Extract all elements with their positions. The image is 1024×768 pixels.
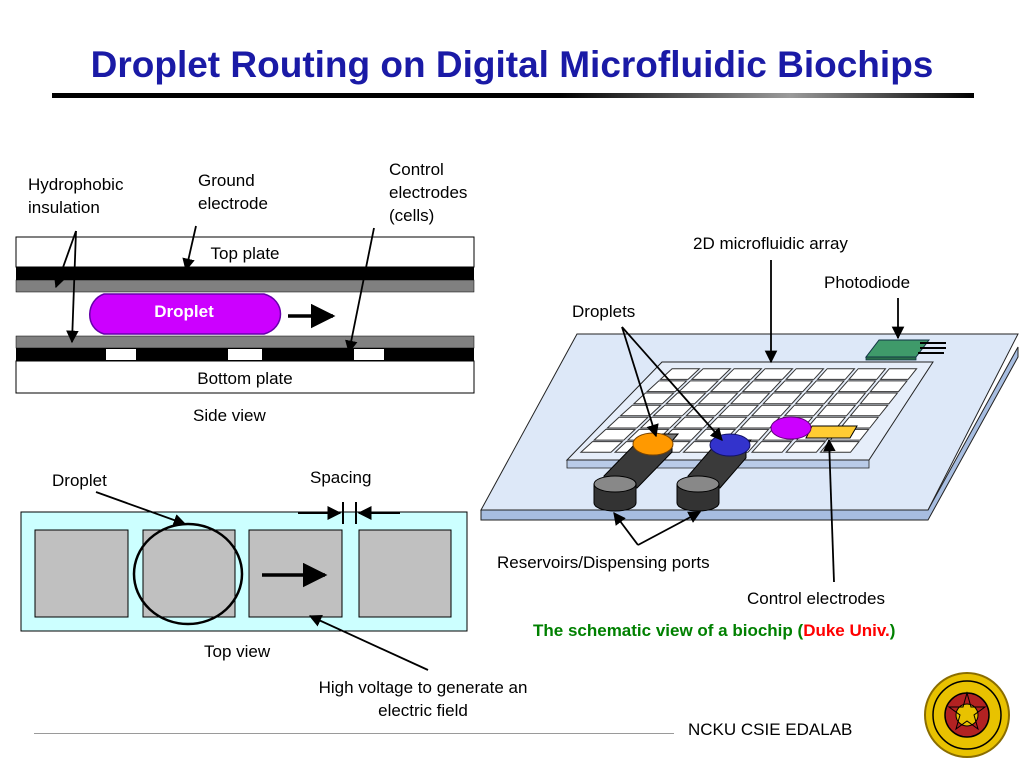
bottom-plate-label: Bottom plate — [197, 369, 292, 388]
grid-cell — [753, 368, 794, 380]
photodiode-label: Photodiode — [824, 273, 911, 292]
grid-cell — [837, 380, 877, 393]
arrow-control-electrode — [823, 438, 836, 583]
grid-cell — [739, 416, 781, 429]
arrow-reservoir-right — [637, 511, 702, 546]
grid-cell — [579, 441, 624, 453]
grid-cell — [869, 380, 909, 393]
arrow-droplet-top — [95, 491, 187, 527]
footer-text: NCKU CSIE EDALAB — [688, 720, 853, 739]
photodiode-side — [865, 356, 917, 361]
side-view-caption: Side view — [193, 406, 266, 425]
footer-divider — [34, 733, 674, 734]
grid-cell — [816, 368, 856, 380]
biochip-caption: The schematic view of a biochip (Duke Un… — [533, 621, 895, 641]
grid-cell — [847, 368, 887, 380]
grid-cell — [783, 404, 824, 417]
electrode-gap — [106, 349, 136, 360]
top-plate — [15, 236, 475, 268]
grid-cell — [652, 404, 695, 417]
title-divider — [52, 93, 974, 98]
grid-cell — [677, 380, 720, 393]
grid-cell — [859, 392, 899, 405]
page-title: Droplet Routing on Digital Microfluidic … — [90, 44, 934, 85]
grid-cell — [879, 368, 918, 380]
grid-cell — [794, 392, 835, 405]
grid-cell — [805, 380, 846, 393]
spacing-label: Spacing — [310, 468, 372, 487]
biochip-caption-source: Duke Univ. — [803, 621, 890, 640]
arrow-ground — [182, 225, 197, 272]
grid-cell — [729, 392, 771, 405]
droplet-orange — [632, 432, 674, 456]
arrow-droplet-orange — [621, 326, 659, 438]
grid-cell — [784, 368, 825, 380]
arrow-hydrophobic-bottom — [66, 230, 79, 344]
grid-cell — [717, 404, 760, 417]
electrode-cell — [358, 529, 452, 618]
hydrophobic-insulation-label: Hydrophobic insulation — [28, 175, 124, 217]
control-electrode-highlight — [805, 425, 858, 439]
grid-cell — [619, 404, 663, 417]
arrow-hydrophobic-top — [53, 230, 77, 289]
grid-cell — [722, 368, 763, 380]
top-view-caption: Top view — [204, 642, 271, 661]
ground-electrode-label: Ground electrode — [198, 171, 268, 213]
grid-cell — [816, 404, 857, 417]
grid-cell — [592, 428, 637, 441]
droplet-purple — [770, 416, 812, 440]
droplet-side-label: Droplet — [154, 302, 214, 321]
top-insulation-layer — [15, 279, 475, 293]
arrow-control — [345, 227, 375, 354]
grid-cell — [750, 404, 792, 417]
electrode-gap — [228, 349, 262, 360]
biochip-caption-end: ) — [889, 621, 896, 640]
grid-cell — [709, 380, 751, 393]
top-plate-label: Top plate — [211, 244, 280, 263]
arrow-droplet-blue — [621, 326, 723, 441]
electrode-cell — [142, 529, 236, 618]
control-electrodes-chip-label: Control electrodes — [747, 589, 885, 608]
reservoir-right-top — [676, 475, 720, 493]
high-voltage-label: High voltage to generate an electric fie… — [318, 678, 528, 720]
arrow-high-voltage — [308, 614, 429, 671]
grid-cell — [706, 416, 748, 429]
grid-cell — [606, 416, 650, 429]
grid-cell — [741, 380, 783, 393]
side-view: Droplet Top plate Bottom plate — [15, 225, 475, 394]
grid-cell — [827, 392, 867, 405]
grid-cell — [773, 380, 814, 393]
electrode-gap — [354, 349, 384, 360]
grid-cell — [659, 368, 701, 380]
grid-cell — [762, 392, 803, 405]
ncku-seal-logo — [924, 672, 1010, 758]
grid-cell — [849, 404, 889, 417]
arrow-reservoir-left — [613, 511, 639, 546]
bottom-plate — [15, 360, 475, 394]
top-view — [20, 491, 468, 671]
droplet-top — [132, 522, 244, 626]
droplet-top-label: Droplet — [52, 471, 107, 490]
droplet-side — [89, 293, 282, 335]
droplet-blue — [709, 433, 751, 457]
ground-electrode-layer — [16, 267, 474, 280]
biochip-schematic — [480, 260, 1019, 583]
array-label: 2D microfluidic array — [693, 234, 848, 253]
biochip-caption-main: The schematic view of a biochip ( — [533, 621, 804, 640]
grid-cell — [839, 416, 880, 429]
bottom-insulation-layer — [15, 335, 475, 349]
reservoirs-label: Reservoirs/Dispensing ports — [497, 553, 710, 572]
control-electrodes-label: Control electrodes (cells) — [389, 160, 468, 225]
droplets-label: Droplets — [572, 302, 636, 321]
electrode-cell — [34, 529, 129, 618]
grid-cell — [750, 441, 793, 453]
grid-cell — [697, 392, 739, 405]
grid-cell — [690, 368, 732, 380]
reservoir-left-top — [593, 475, 637, 493]
